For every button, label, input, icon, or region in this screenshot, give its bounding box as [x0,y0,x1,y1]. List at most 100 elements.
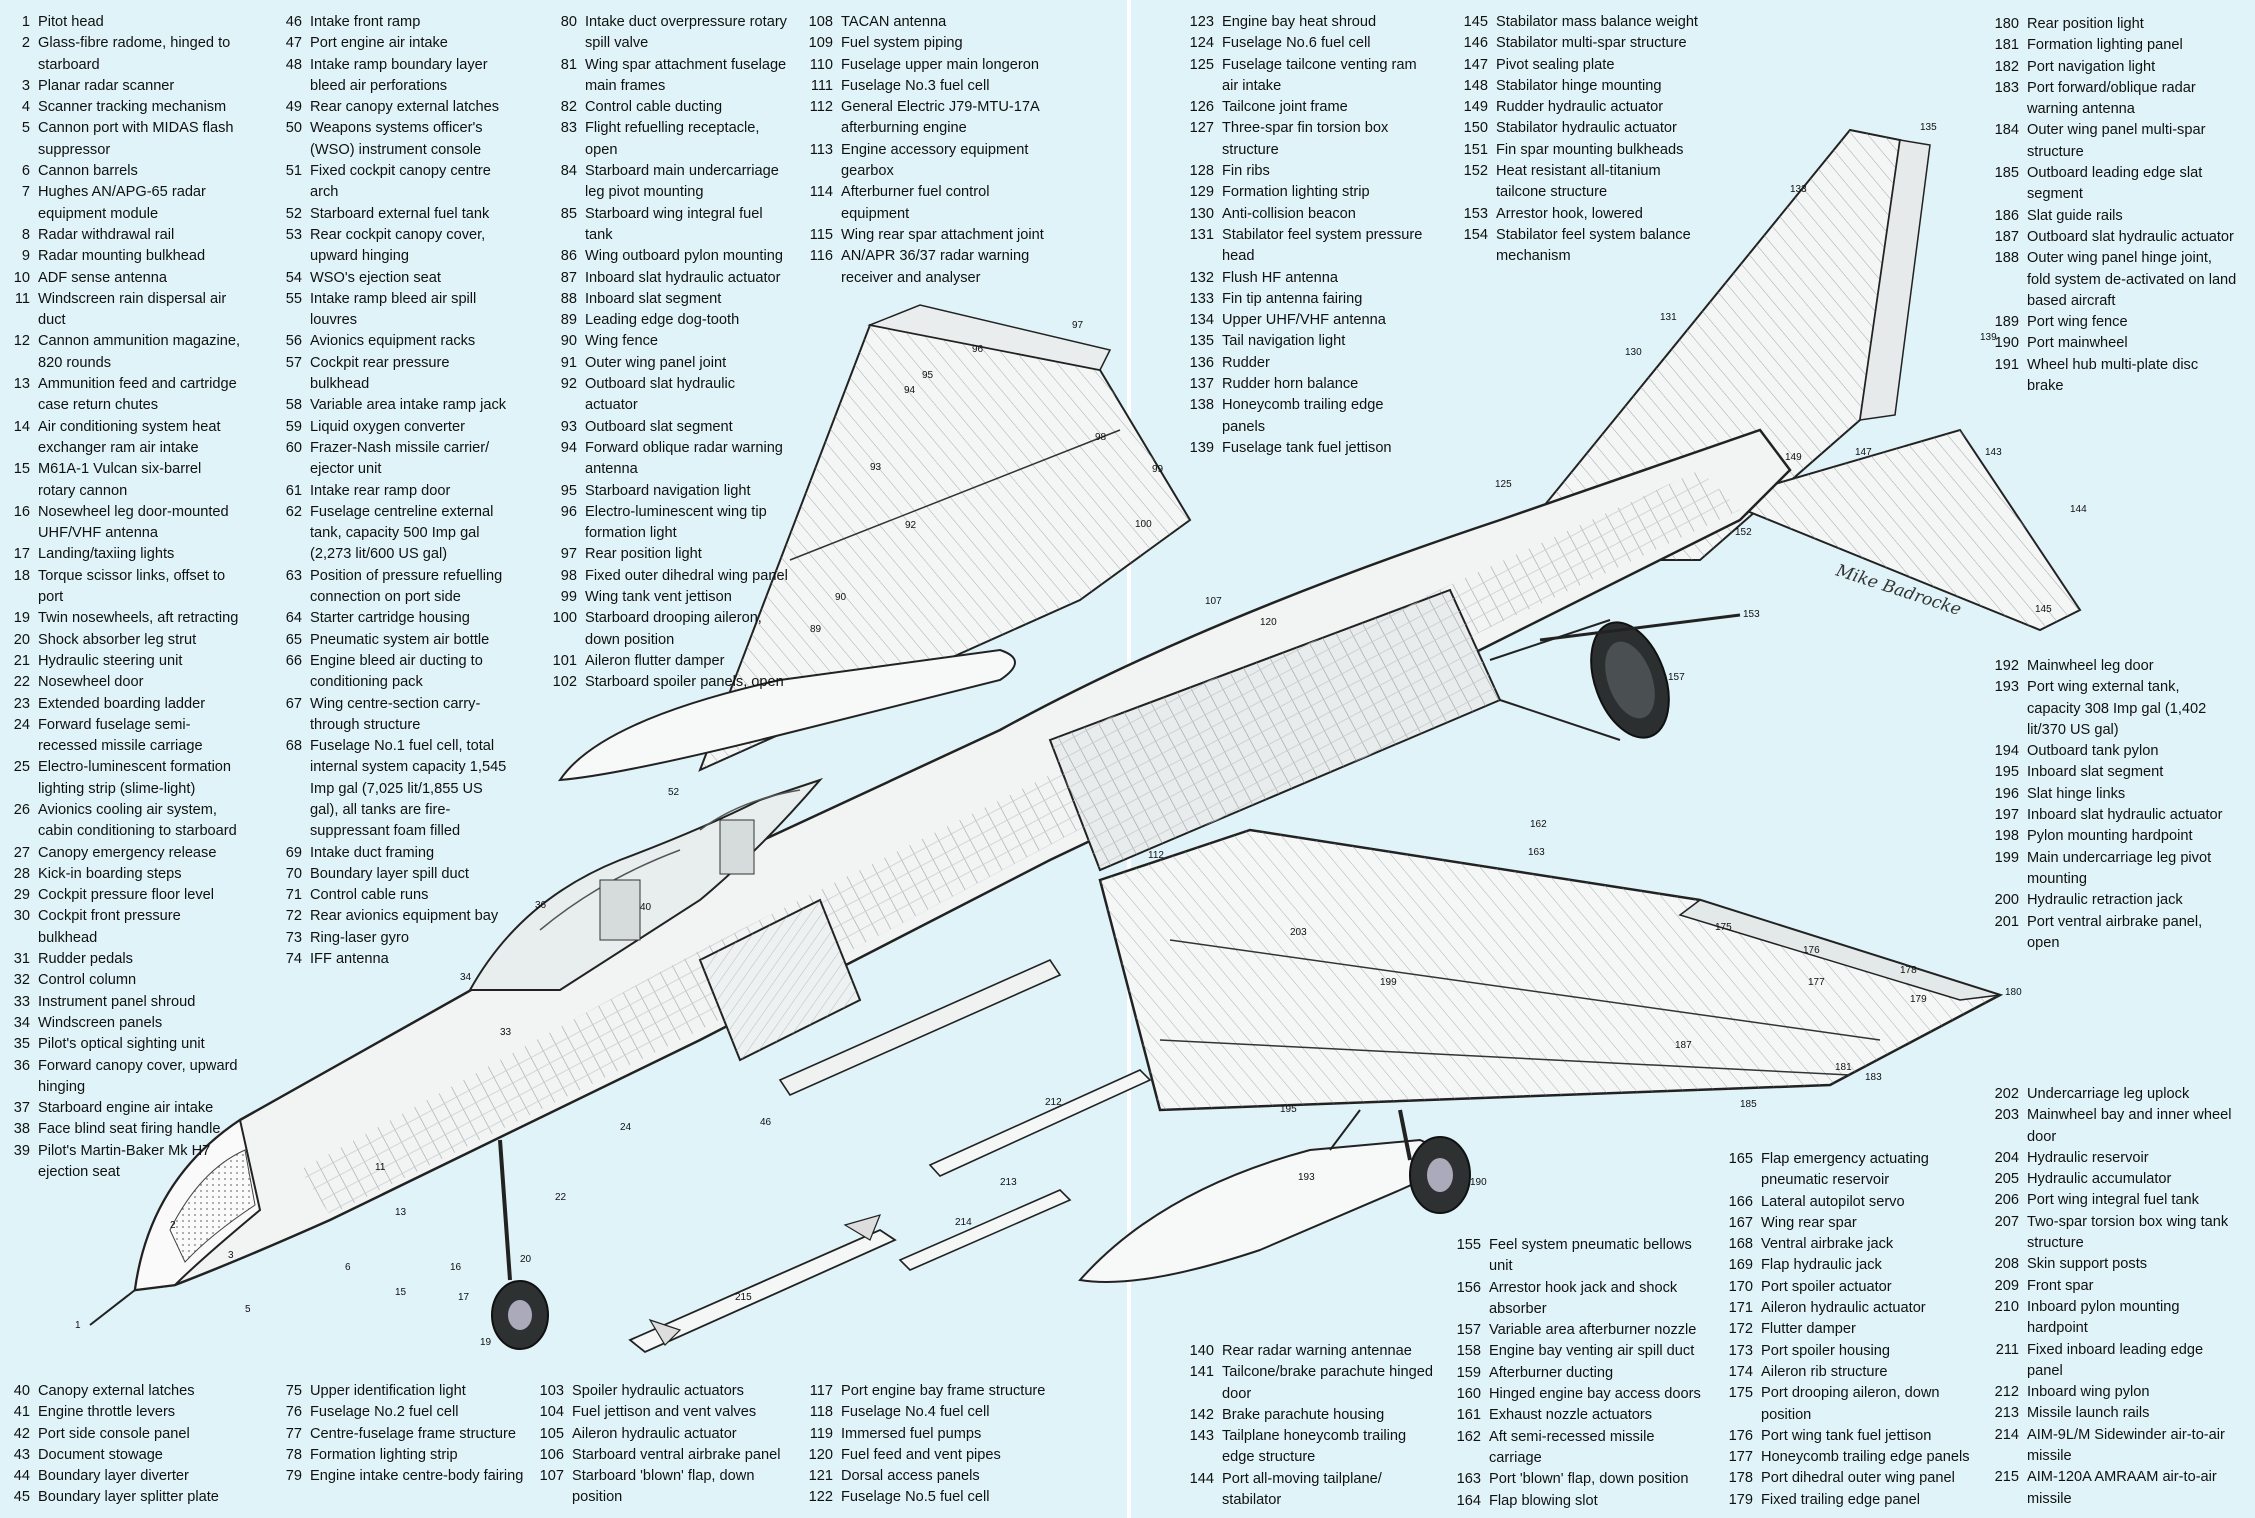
key-entry-number: 32 [13,972,30,989]
callout-98: 98 [1095,432,1107,443]
key-entry-number: 80 [560,14,577,30]
key-entry-number: 57 [285,354,302,371]
key-entry-number: 178 [1728,1470,1753,1487]
key-entry-number: 189 [1994,314,2019,331]
key-entry-number: 71 [285,887,302,904]
key-entry-label: Inboard slat segment [2027,764,2164,781]
callout-33: 33 [500,1027,512,1038]
key-entry-label: Fin tip antenna fairing [1222,290,1363,307]
key-entry-number: 199 [1994,849,2019,866]
key-entry-number: 86 [560,248,577,265]
callout-2: 2 [170,1220,176,1231]
key-entry-number: 34 [13,1014,30,1031]
key-entry-label: Fuselage tank fuel jettison [1222,439,1392,456]
key-entry-number: 148 [1463,77,1488,94]
key-entry-number: 61 [285,482,302,499]
callout-40: 40 [640,902,652,913]
key-entry-label: Port engine bay frame structure [841,1383,1046,1399]
callout-99: 99 [1152,464,1164,475]
key-entry-number: 87 [560,269,577,286]
key-entry-number: 22 [13,674,30,691]
key-entry-number: 11 [14,290,30,307]
key-entry-number: 16 [13,503,30,520]
key-entry-label: Port drooping aileron, down position [1761,1385,1940,1423]
key-entry-number: 162 [1456,1428,1481,1445]
callout-34: 34 [460,972,472,983]
key-entry-label: Wing spar attachment fuselage main frame… [585,56,787,94]
key-entry-number: 167 [1728,1214,1753,1231]
callout-175: 175 [1715,922,1732,933]
key-entry-label: Nosewheel leg door-mounted UHF/VHF anten… [38,503,229,542]
key-entry-number: 64 [285,610,302,627]
key-entry-label: Aileron flutter damper [585,652,725,669]
key-entry-number: 166 [1728,1193,1753,1210]
key-entry-label: Windscreen rain dispersal air duct [38,290,227,329]
key-entry-number: 132 [1189,269,1214,286]
callout-89: 89 [810,624,822,635]
key-entry-label: Stabilator hydraulic actuator [1496,120,1677,137]
key-entry-label: Pitot head [38,14,104,30]
key-entry-label: Pivot sealing plate [1496,56,1615,73]
key-entry-label: Hydraulic steering unit [38,652,183,669]
key-entry-label: Formation lighting strip [1222,184,1370,201]
key-entry-number: 142 [1189,1406,1214,1423]
key-entry-label: Honeycomb trailing edge panels [1222,397,1384,435]
key-entry-number: 161 [1456,1407,1481,1424]
key-entry-label: Cockpit rear pressure bulkhead [310,354,450,393]
key-entry-label: Boundary layer splitter plate [38,1489,219,1506]
key-entry-number: 165 [1728,1151,1753,1167]
key-entry-label: Aileron hydraulic actuator [572,1425,737,1442]
key-entry-number: 181 [1994,37,2019,54]
key-entry-number: 72 [285,908,302,925]
key-entry-label: Instrument panel shroud [38,993,196,1010]
key-entry-label: Fuselage No.4 fuel cell [841,1404,990,1421]
key-entry-label: Ammunition feed and cartridge case retur… [38,376,237,414]
key-entry-number: 58 [285,397,302,414]
key-entry-number: 119 [809,1425,833,1442]
callout-157: 157 [1668,672,1685,683]
key-entry-label: Hydraulic retraction jack [2027,892,2183,909]
key-entry-number: 116 [809,248,833,265]
key-entry-label: Twin nosewheels, aft retracting [38,610,239,627]
key-entry: 16 Nosewheel leg door-mounted UHF/VHF ant… [4,502,242,545]
key-entry-number: 146 [1463,35,1488,52]
key-entry-label: Formation lighting panel [2027,37,2183,54]
key-entry-label: Aileron rib structure [1761,1363,1888,1380]
key-entry-number: 174 [1728,1363,1753,1380]
key-entry-label: Centre-fuselage frame structure [310,1425,517,1442]
key-entry-number: 1 [21,14,30,30]
key-entry-label: M61A-1 Vulcan six-barrel rotary cannon [38,461,202,499]
key-entry-label: Control cable ducting [585,99,723,116]
